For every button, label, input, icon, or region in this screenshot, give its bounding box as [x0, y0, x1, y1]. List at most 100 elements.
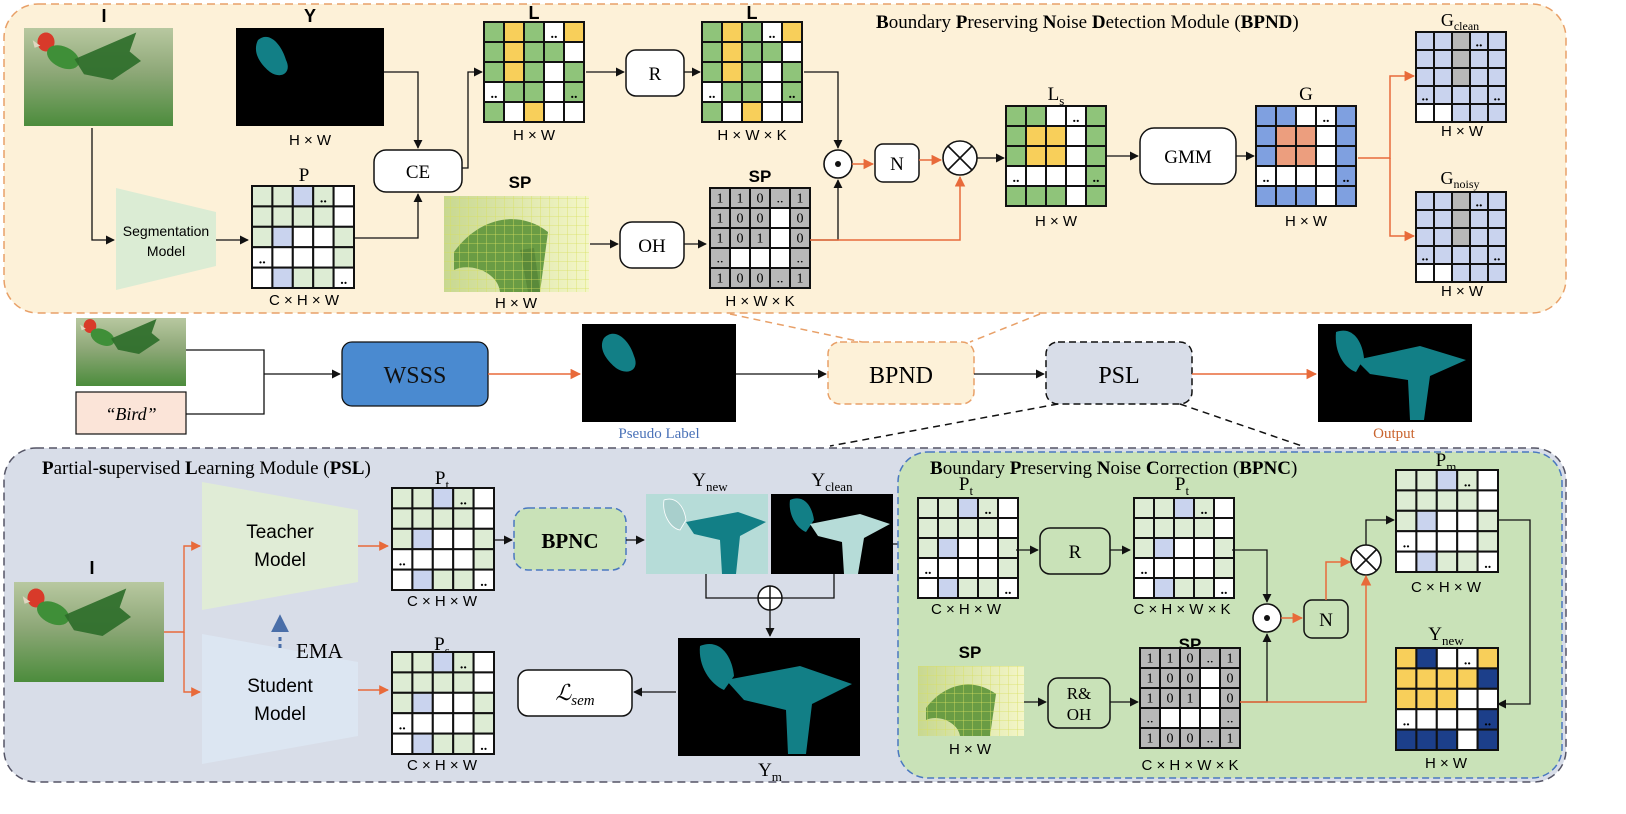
grid-cell: [1476, 687, 1499, 711]
loss-label: ℒsem: [555, 680, 594, 709]
bpnd-l2-grid: ......: [701, 21, 803, 123]
grid-cell: [291, 205, 315, 228]
grid-cell: [1213, 557, 1235, 579]
student-model-shape: [202, 634, 358, 764]
grid-ellipsis: ..: [480, 739, 487, 754]
bpnd-module-title: Boundary Preserving Noise Detection Modu…: [876, 12, 1299, 33]
grid-cell: [1433, 209, 1453, 229]
grid-ellipsis: ..: [769, 27, 776, 42]
grid-cell: [1456, 687, 1479, 711]
grid-cell: [1476, 530, 1499, 553]
psl-pt-label: Pt: [435, 468, 450, 492]
grid-cell: [1255, 145, 1277, 167]
grid-cell: [1435, 647, 1459, 670]
grid-cell: [411, 527, 434, 551]
bpnd-oh-label: OH: [638, 236, 666, 257]
grid-cell: [472, 732, 496, 755]
grid-ellipsis: ..: [1403, 715, 1410, 730]
grid-cell: [1179, 707, 1201, 729]
grid-cell: [523, 61, 545, 83]
grid-cell: [452, 527, 475, 551]
grid-cell: [291, 246, 315, 269]
ema-label: EMA: [296, 639, 344, 663]
grid-cell: [1025, 145, 1047, 167]
bpnd-module-panel: [3, 3, 1567, 314]
grid-ellipsis: ..: [1422, 89, 1429, 104]
grid-cell: [1065, 145, 1087, 167]
grid-cell: [1415, 550, 1438, 573]
grid-cell: [1415, 667, 1438, 690]
grid-ellipsis: ..: [1464, 653, 1471, 668]
gnoisy-label: Gnoisy: [1440, 168, 1479, 191]
pipeline-input-image: [76, 318, 186, 386]
bpnc-roh-box: [1047, 677, 1111, 729]
grid-cell: [1487, 67, 1507, 87]
grid-cell: [291, 225, 315, 249]
grid-cell-value: 1: [717, 271, 724, 286]
grid-cell: [1456, 728, 1479, 751]
grid-cell: [1335, 185, 1357, 207]
grid-cell: [1193, 537, 1215, 559]
grid-cell: [1435, 728, 1459, 751]
grid-cell: [1433, 31, 1453, 51]
grid-cell: [1005, 125, 1027, 147]
grid-cell: [1487, 191, 1507, 211]
grid-cell: [332, 246, 356, 269]
grid-cell: [957, 557, 979, 579]
bpnc-pt1-dim: C × H × W: [931, 601, 1002, 618]
gclean-grid: ......: [1415, 31, 1507, 123]
grid-cell-value: 0: [1167, 671, 1174, 686]
grid-ellipsis: ..: [551, 27, 558, 42]
bpnc-ynew-dim: H × W: [1425, 755, 1468, 772]
bpnd-p-label: P: [299, 165, 310, 186]
grid-ellipsis: ..: [1403, 537, 1410, 552]
bpnd-y-image: [236, 28, 384, 126]
grid-cell-value: 1: [797, 271, 804, 286]
grid-cell: [789, 267, 811, 289]
grid-cell: [1025, 185, 1047, 207]
grid-cell: [1025, 165, 1047, 187]
grid-cell: [997, 577, 1019, 599]
grid-cell: [977, 517, 999, 539]
grid-ellipsis: ..: [1476, 195, 1483, 210]
student-model-label-1: Student: [247, 676, 313, 697]
grid-cell: [749, 247, 771, 269]
grid-cell: [741, 21, 763, 43]
grid-cell-value: 0: [797, 211, 804, 226]
grid-cell: [741, 41, 763, 63]
grid-cell: [957, 497, 979, 519]
grid-cell: [1275, 185, 1297, 207]
grid-ellipsis: ..: [480, 575, 487, 590]
grid-cell: [1295, 185, 1317, 207]
grid-cell: [1255, 185, 1277, 207]
bpnd-r-box: [625, 49, 685, 97]
grid-cell: [721, 21, 743, 43]
grid-cell: [523, 41, 545, 63]
bpnd-input-image: [24, 28, 173, 126]
grid-cell: [1487, 263, 1507, 283]
grid-cell: [917, 537, 939, 559]
grid-cell-value: 1: [1227, 651, 1234, 666]
grid-cell: [1435, 530, 1459, 553]
bpnd-l-dim: H × W: [513, 127, 556, 144]
grid-cell: [1315, 145, 1337, 167]
psl-ps-label: Ps: [434, 634, 450, 658]
bpnd-y-label: Y: [304, 6, 316, 26]
grid-cell-value: 0: [1227, 671, 1234, 686]
grid-cell: [1451, 191, 1471, 211]
grid-cell: [977, 537, 999, 559]
grid-cell: [1476, 550, 1499, 573]
segmentation-model-label-2: Model: [147, 243, 185, 259]
grid-cell: [1335, 105, 1357, 127]
grid-cell: [761, 81, 783, 103]
grid-cell-value: 0: [1167, 691, 1174, 706]
grid-cell: [1153, 537, 1175, 559]
bpnc-pt1-label: Pt: [959, 474, 974, 498]
grid-cell: [1456, 489, 1479, 512]
psl-image-label: I: [89, 558, 94, 578]
grid-cell: [411, 507, 434, 530]
grid-cell: [251, 185, 274, 208]
grid-cell: [431, 671, 455, 694]
grid-cell: [563, 41, 585, 63]
grid-cell: [741, 81, 763, 103]
